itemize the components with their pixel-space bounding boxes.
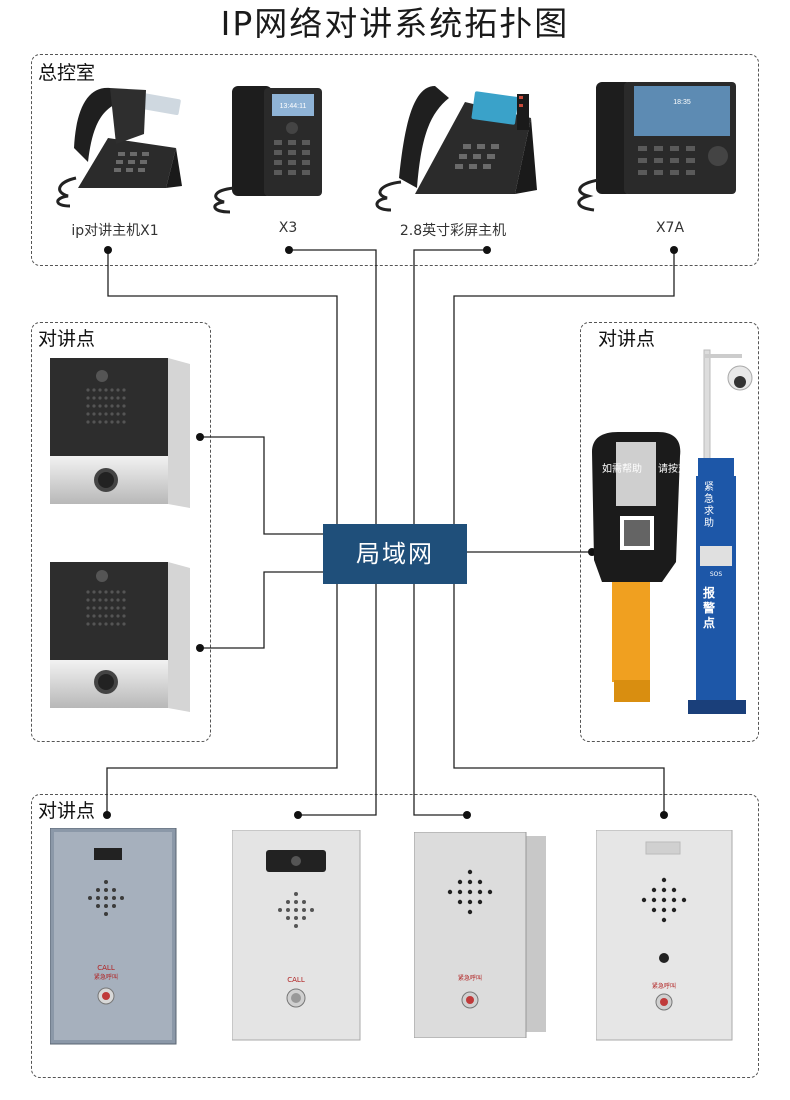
- pillar-left-text: 如需帮助: [602, 462, 642, 475]
- pillar-right-text: 请按对讲: [658, 462, 684, 475]
- panel-1-image: CALL 紧急呼叫: [50, 828, 177, 1045]
- wire-node: [196, 433, 204, 441]
- group-label-control-room: 总控室: [38, 61, 96, 85]
- wire-node: [660, 811, 668, 819]
- panel-3-emergency: 紧急呼叫: [458, 974, 482, 982]
- phone-x3-label: X3: [278, 220, 298, 236]
- panel-4-emergency: 紧急呼叫: [652, 982, 676, 990]
- wire-node: [104, 246, 112, 254]
- phone-x3-screen-time: 13:44:11: [280, 103, 307, 110]
- phone-x1-image: [56, 87, 182, 208]
- panel-1-call: CALL: [97, 964, 115, 972]
- column-sos-tag: SOS: [710, 571, 723, 578]
- wire-node: [483, 246, 491, 254]
- wire-x1: [107, 250, 338, 524]
- group-label-right-points: 对讲点: [598, 327, 656, 351]
- sos-column-image: SOS: [688, 349, 753, 714]
- panel-1-emergency: 紧急呼叫: [94, 973, 118, 981]
- intercom-box-left-2-image: [50, 562, 190, 712]
- wire-node: [463, 811, 471, 819]
- wire-28: [413, 249, 487, 524]
- wire-bottom-4: [453, 584, 665, 815]
- group-bottom-points: [31, 794, 759, 1078]
- group-label-left-points: 对讲点: [38, 327, 96, 351]
- group-control-room: [31, 54, 759, 266]
- phone-x7a-image: 18:35: [577, 82, 736, 212]
- diagram-title: IP网络对讲系统拓扑图: [220, 4, 570, 43]
- panel-2-image: CALL: [232, 830, 361, 1041]
- phone-28-label: 2.8英寸彩屏主机: [399, 223, 507, 239]
- phone-x3-image: 13:44:11: [213, 86, 322, 214]
- intercom-box-left-1-image: [50, 358, 190, 508]
- group-right-points: [580, 322, 759, 742]
- wire-left-2: [200, 571, 323, 649]
- group-label-bottom-points: 对讲点: [38, 799, 96, 823]
- wire-node: [285, 246, 293, 254]
- phone-x7a-label: X7A: [655, 220, 685, 236]
- wire-x7a: [453, 250, 675, 524]
- phone-x7a-screen-time: 18:35: [673, 99, 691, 106]
- panel-4-image: 紧急呼叫: [596, 830, 733, 1041]
- phone-x1-label: ip对讲主机X1: [71, 223, 159, 239]
- wire-node: [670, 246, 678, 254]
- phone-28-image: [375, 86, 537, 212]
- wire-node: [103, 811, 111, 819]
- wire-x3: [289, 249, 377, 524]
- column-top-text: 紧急求助: [704, 482, 714, 529]
- wire-left-1: [200, 436, 323, 535]
- wire-bottom-1: [106, 584, 338, 815]
- group-left-points: [31, 322, 211, 742]
- panel-2-call: CALL: [287, 976, 305, 984]
- wire-bottom-2: [298, 584, 377, 816]
- wire-node: [294, 811, 302, 819]
- wire-node: [196, 644, 204, 652]
- help-pillar-image: 如需帮助 请按对讲: [592, 432, 684, 702]
- lan-hub: 局域网: [323, 524, 467, 584]
- wire-bottom-3: [413, 584, 467, 816]
- panel-3-image: 紧急呼叫: [414, 832, 546, 1038]
- column-bottom-text: 报警点: [702, 586, 715, 630]
